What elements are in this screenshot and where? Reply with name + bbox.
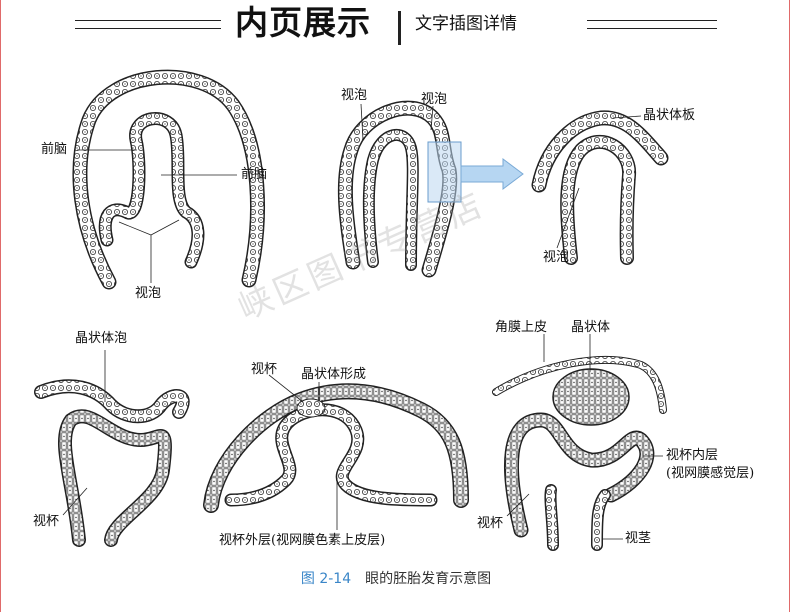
label-outer-layer: 视杯外层(视网膜色素上皮层) — [219, 533, 386, 548]
page-subtitle: 文字插图详情 — [415, 14, 517, 34]
label-inner-layer-note: (视网膜感觉层) — [666, 466, 755, 481]
label-optic-cup-5: 视杯 — [251, 362, 278, 377]
label-lens-forming: 晶状体形成 — [301, 367, 367, 382]
diagram-optic-vesicle — [337, 100, 524, 278]
diagram-lens-placode — [531, 110, 669, 265]
diagram-forebrain — [72, 69, 265, 290]
label-optic-cup-4: 视杯 — [33, 514, 60, 529]
diagram-lens-forming — [203, 374, 469, 530]
label-optic-vesicle-2a: 视泡 — [341, 88, 368, 103]
label-lens-vesicle: 晶状体泡 — [75, 331, 128, 346]
header-rule-right-top — [587, 20, 717, 21]
label-lens: 晶状体 — [571, 320, 611, 335]
figure-caption-text: 眼的胚胎发育示意图 — [365, 571, 492, 587]
label-inner-layer: 视杯内层 — [666, 448, 719, 463]
figure-number: 图 2-14 — [300, 571, 352, 587]
page-title: 内页展示 — [235, 3, 371, 42]
label-optic-stalk: 视茎 — [625, 531, 652, 546]
title-divider — [398, 11, 401, 45]
label-optic-vesicle-1: 视泡 — [135, 286, 162, 301]
label-corneal-epithelium: 角膜上皮 — [495, 320, 548, 335]
diagram-lens-vesicle — [34, 350, 190, 547]
label-forebrain-left: 前脑 — [41, 142, 68, 157]
header-rule-left-bottom — [75, 28, 221, 29]
label-lens-placode: 晶状体板 — [643, 108, 696, 123]
label-optic-cup-6: 视杯 — [477, 516, 504, 531]
label-optic-vesicle-3: 视泡 — [543, 250, 570, 265]
label-optic-vesicle-2b: 视泡 — [421, 92, 448, 107]
header-rule-left-top — [75, 20, 221, 21]
diagram-eye-mature — [492, 334, 667, 551]
label-forebrain-right: 前脑 — [241, 167, 268, 182]
header-rule-right-bottom — [587, 28, 717, 29]
figure-caption: 图 2-14 眼的胚胎发育示意图 — [1, 569, 789, 589]
